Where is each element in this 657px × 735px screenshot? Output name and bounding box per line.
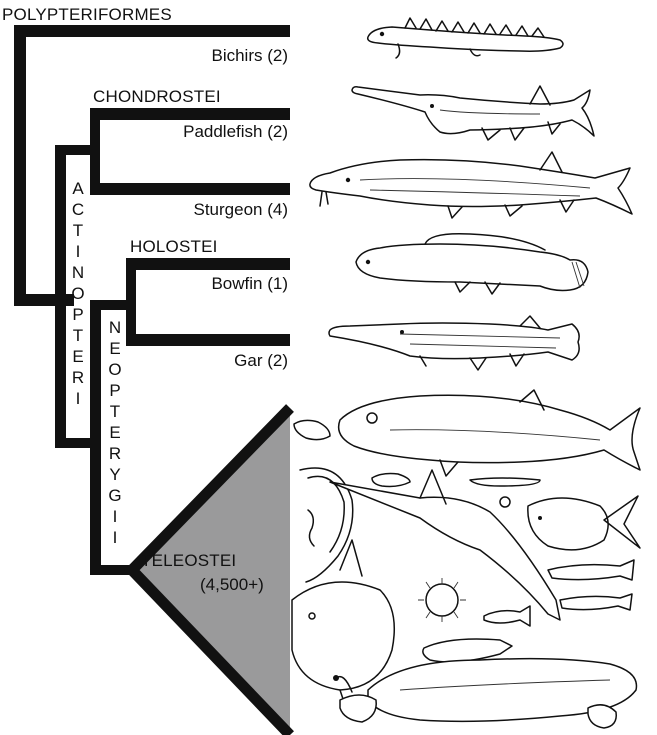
branch-chondrostei-vertical: [90, 108, 100, 193]
taxon-label-paddlefish: Paddlefish (2): [183, 122, 288, 141]
actinopteri-letter: C: [72, 200, 84, 219]
neopterygii-letter: T: [110, 402, 120, 421]
taxon-label-sturgeon: Sturgeon (4): [194, 200, 289, 219]
teleost-illustrations: [292, 390, 640, 728]
paddlefish-illustration: [352, 86, 594, 140]
taxon-label-bichirs: Bichirs (2): [211, 46, 288, 65]
branch-bowfin: [126, 258, 290, 270]
taxon-label-gar: Gar (2): [234, 351, 288, 370]
actinopteri-letter: E: [72, 347, 83, 366]
neopterygii-letter: P: [109, 381, 120, 400]
actinopteri-letter: N: [72, 263, 84, 282]
group-label-chondrostei: CHONDROSTEI: [93, 87, 221, 106]
taxon-label-teleostei-count: (4,500+): [200, 575, 264, 594]
branch-gar: [126, 334, 290, 346]
actinopteri-letter: P: [72, 305, 83, 324]
branch-paddlefish: [90, 108, 290, 120]
group-label-holostei: HOLOSTEI: [130, 237, 218, 256]
branch-root-vertical: [14, 25, 26, 304]
branch-holostei-vertical: [126, 258, 136, 344]
neopterygii-letter: N: [109, 318, 121, 337]
actinopteri-letter: I: [76, 242, 81, 261]
gar-illustration: [329, 316, 579, 370]
neopterygii-letter: E: [109, 339, 120, 358]
actinopteri-letter: R: [72, 368, 84, 387]
group-label-polypteriformes: POLYPTERIFORMES: [2, 5, 172, 24]
branch-actinopteri-left: [55, 145, 66, 448]
neopterygii-letter: O: [108, 360, 121, 379]
actinopteri-letter: A: [72, 179, 84, 198]
bichir-illustration: [368, 18, 563, 58]
neopterygii-letter: E: [109, 423, 120, 442]
teleostei-wedge: [132, 408, 290, 735]
neopterygii-letter: R: [109, 444, 121, 463]
neopterygii-letter: G: [108, 486, 121, 505]
neopterygii-letter: I: [113, 528, 118, 547]
sturgeon-illustration: [310, 152, 632, 218]
group-label-teleostei: TELEOSTEI: [141, 551, 236, 570]
clade-label-neopterygii: N E O P T E R Y G I I: [108, 318, 121, 547]
branch-sturgeon: [90, 183, 290, 195]
actinopteri-letter: O: [71, 284, 84, 303]
clade-label-actinopteri: A C T I N O P T E R I: [71, 179, 84, 408]
actinopteri-letter: T: [73, 326, 83, 345]
taxon-label-bowfin: Bowfin (1): [211, 274, 288, 293]
bowfin-illustration: [356, 234, 588, 294]
branch-neopterygii-left: [90, 300, 101, 575]
actinopteri-letter: I: [76, 389, 81, 408]
branch-bichirs: [14, 25, 290, 37]
actinopteri-letter: T: [73, 221, 83, 240]
neopterygii-letter: I: [113, 507, 118, 526]
neopterygii-letter: Y: [109, 465, 120, 484]
